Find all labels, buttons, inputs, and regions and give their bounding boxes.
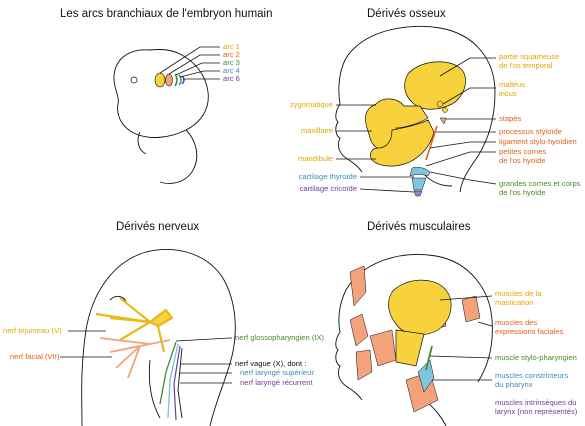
embryo-eye bbox=[131, 77, 137, 83]
stylo-label: muscle stylo-pharyngien bbox=[495, 353, 577, 362]
malleus-label: malléus bbox=[499, 80, 525, 89]
incus-label: incus bbox=[499, 89, 517, 98]
intrinsic-label-1: muscles intrinsèques du bbox=[495, 398, 576, 407]
lesser-horns-label-2: de l'os hyoïde bbox=[499, 156, 546, 165]
arc4-leader bbox=[180, 71, 220, 77]
trigeminal-label: nerf trijumeau (V) bbox=[3, 326, 62, 335]
nerve-panel: Dérivés nerveux nerf trijumeau (V) nerf … bbox=[3, 221, 325, 426]
trigeminal-nerve bbox=[96, 298, 172, 352]
mandible-label: mandibule bbox=[298, 154, 333, 163]
temporal-bone-shape bbox=[405, 62, 466, 110]
facial-muscle-label-1: muscles des bbox=[495, 318, 537, 327]
vagus-label: nerf vague (X), dont : bbox=[235, 359, 306, 368]
superior-label: nerf laryngé supérieur bbox=[240, 368, 314, 377]
facial-nerve bbox=[100, 338, 170, 378]
arch-1 bbox=[155, 73, 165, 87]
arch-3 bbox=[175, 74, 177, 86]
orbicularis-muscle bbox=[350, 314, 368, 346]
cricoid-label: cartilage cricoïde bbox=[300, 184, 357, 193]
temporalis-muscle bbox=[389, 280, 452, 335]
malleus-shape bbox=[437, 101, 443, 107]
stylo-leader bbox=[430, 356, 492, 358]
arch-6 bbox=[182, 76, 184, 84]
intrinsic-label-2: larynx (non représentés) bbox=[495, 407, 578, 416]
muscle-title: Dérivés musculaires bbox=[367, 221, 471, 233]
bone-title: Dérivés osseux bbox=[367, 8, 446, 20]
stapes-shape bbox=[440, 118, 446, 124]
arch-2 bbox=[166, 74, 173, 86]
masseter-muscle bbox=[396, 330, 424, 366]
embryo-outline bbox=[114, 49, 208, 137]
mentalis-muscle bbox=[356, 350, 372, 380]
zygomatic-label: zygomatique bbox=[290, 100, 333, 109]
frontalis-muscle bbox=[350, 266, 366, 306]
squamous-label-1: partie squameuse bbox=[499, 52, 559, 61]
facial-muscle-leader bbox=[478, 322, 492, 326]
arc6-label: arc 6 bbox=[223, 74, 240, 83]
lesser-horns-label-1: petites cornes bbox=[499, 147, 546, 156]
facial-muscle-label-2: expressions faciales bbox=[495, 327, 564, 336]
stylohyoid-leader bbox=[430, 142, 496, 148]
nerve-neck-line bbox=[149, 360, 160, 418]
mastication-label-1: muscles de la bbox=[495, 289, 542, 298]
mastication-label-2: mastication bbox=[495, 298, 533, 307]
cricoid-shape bbox=[414, 191, 422, 196]
maxilla-label: maxillaire bbox=[301, 126, 333, 135]
facial-label: nerf facial (VII) bbox=[10, 352, 60, 361]
bone-panel: Dérivés osseux partie squa bbox=[290, 8, 581, 197]
squamous-label-2: de l'os temporal bbox=[499, 61, 553, 70]
stylohyoid-label: ligament stylo-hyoïdien bbox=[499, 137, 577, 146]
recurrent-label: nerf laryngé récurrent bbox=[240, 378, 313, 387]
greater-horns-label-2: de l'os hyoïde bbox=[499, 188, 546, 197]
glossopharyngeal-nerve bbox=[160, 342, 176, 404]
glosso-leader bbox=[176, 338, 232, 341]
incus-shape bbox=[443, 108, 448, 113]
lesser-horns-leader bbox=[426, 152, 496, 166]
greater-horns-label-1: grandes cornes et corps bbox=[499, 179, 581, 188]
styloid-label: processus styloïde bbox=[499, 127, 562, 136]
buccinator-muscle bbox=[370, 330, 396, 366]
auricular-muscle bbox=[462, 296, 480, 322]
nerve-title: Dérivés nerveux bbox=[116, 221, 199, 233]
cricoid-leader bbox=[360, 189, 414, 192]
muscle-panel: Dérivés musculaires muscles de la mastic… bbox=[336, 221, 578, 426]
embryo-title: Les arcs branchiaux de l'embryon humain bbox=[60, 8, 273, 20]
embryo-panel: Les arcs branchiaux de l'embryon humain … bbox=[60, 8, 273, 183]
constrictor-label-1: muscles constricteurs bbox=[495, 371, 568, 380]
superior-laryngeal-nerve bbox=[168, 344, 178, 418]
constrictor-label-2: du pharynx bbox=[495, 380, 533, 389]
embryo-tail bbox=[160, 130, 197, 183]
hyoid-shape bbox=[410, 167, 430, 176]
thyroid-cartilage-shape bbox=[412, 178, 426, 190]
thyroid-label: cartilage thyroïde bbox=[299, 172, 357, 181]
stapes-label: stapès bbox=[499, 114, 522, 123]
glosso-label: nerf glossopharyngien (IX) bbox=[235, 333, 325, 342]
